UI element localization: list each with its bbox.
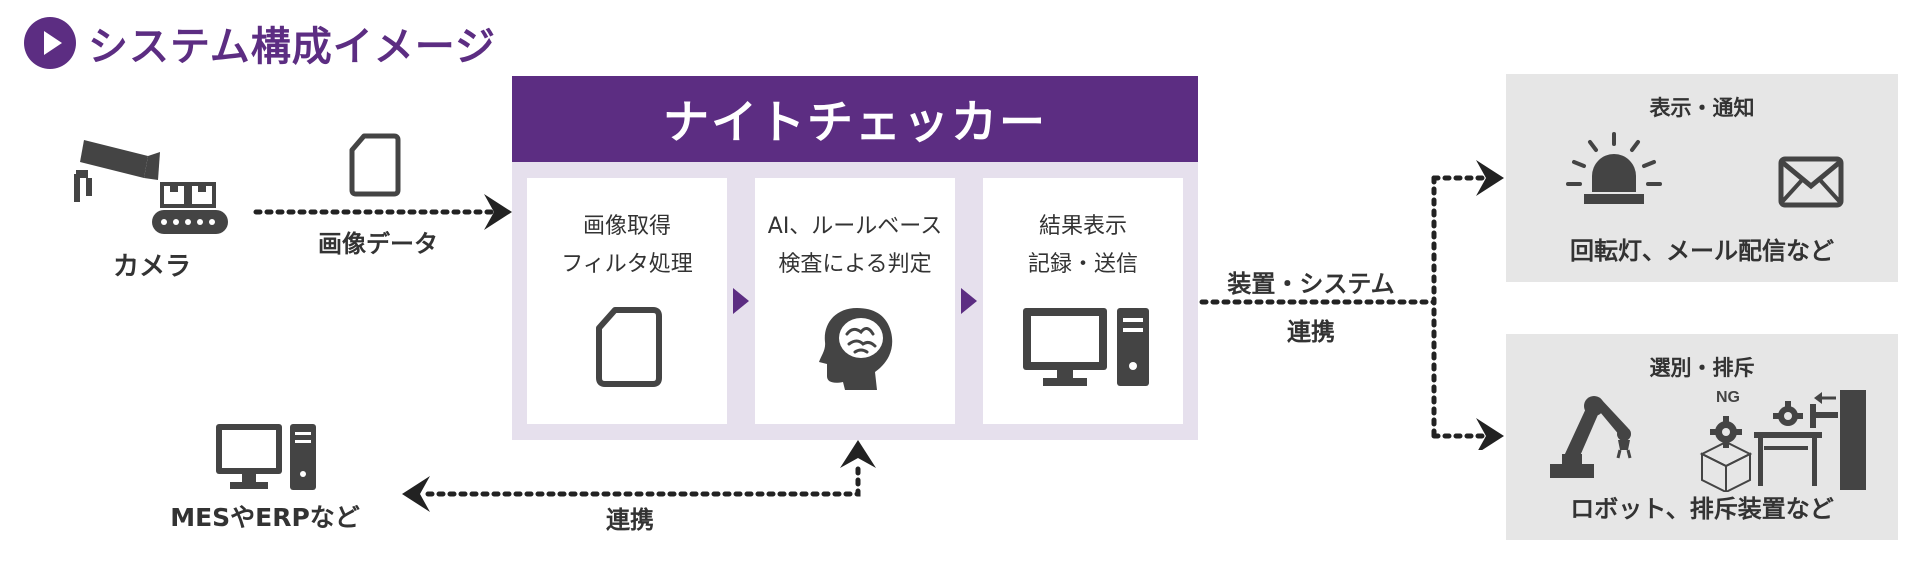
- output-title: 選別・排斥: [1649, 356, 1755, 380]
- brain-head-icon: [817, 304, 897, 396]
- document-icon: [348, 132, 402, 202]
- flow-arrow-input: [252, 192, 514, 236]
- computer-icon: [214, 422, 318, 496]
- output-caption: 回転灯、メール配信など: [1570, 237, 1834, 265]
- link-label: 連携: [606, 506, 654, 534]
- rotating-light-icon: [1566, 132, 1662, 212]
- camera-label: カメラ: [112, 252, 191, 282]
- step-panel-result: 結果表示 記録・送信: [983, 178, 1183, 424]
- step-arrow-icon: [731, 286, 751, 320]
- play-icon: [24, 17, 76, 69]
- product-name: ナイトチェッカー: [512, 76, 1198, 162]
- mail-icon: [1778, 156, 1844, 212]
- step-line: AI、ルールベース: [767, 214, 943, 239]
- output-title: 表示・通知: [1649, 96, 1755, 120]
- reject-device-icon: NG: [1694, 386, 1870, 496]
- image-data-label: 画像データ: [318, 230, 438, 258]
- page-title: システム構成イメージ: [88, 24, 496, 70]
- step-line: 記録・送信: [1027, 252, 1138, 277]
- ng-label: NG: [1716, 389, 1740, 406]
- output-notification: 表示・通知 回転灯、メール配信など: [1506, 74, 1898, 282]
- output-sorting: 選別・排斥 NG: [1506, 334, 1898, 540]
- step-arrow-icon: [959, 286, 979, 320]
- step-panel-judgement: AI、ルールベース 検査による判定: [755, 178, 955, 424]
- computer-icon: [1021, 304, 1151, 394]
- step-line: 検査による判定: [778, 252, 932, 277]
- document-icon: [595, 306, 663, 392]
- step-line: フィルタ処理: [561, 252, 693, 277]
- camera-conveyor-icon: [70, 134, 230, 242]
- integration-label-line1: 装置・システム: [1227, 270, 1395, 298]
- step-line: 結果表示: [1038, 214, 1127, 239]
- output-caption: ロボット、排斥装置など: [1570, 495, 1834, 523]
- section-heading: システム構成イメージ: [24, 14, 496, 72]
- flow-arrow-link: [398, 436, 882, 524]
- step-panel-acquisition: 画像取得 フィルタ処理: [527, 178, 727, 424]
- robot-arm-icon: [1544, 388, 1640, 488]
- integration-label-line2: 連携: [1287, 318, 1335, 346]
- mes-erp-label: MESやERPなど: [170, 503, 360, 532]
- flow-arrow-output: [1198, 150, 1508, 454]
- step-line: 画像取得: [582, 214, 671, 239]
